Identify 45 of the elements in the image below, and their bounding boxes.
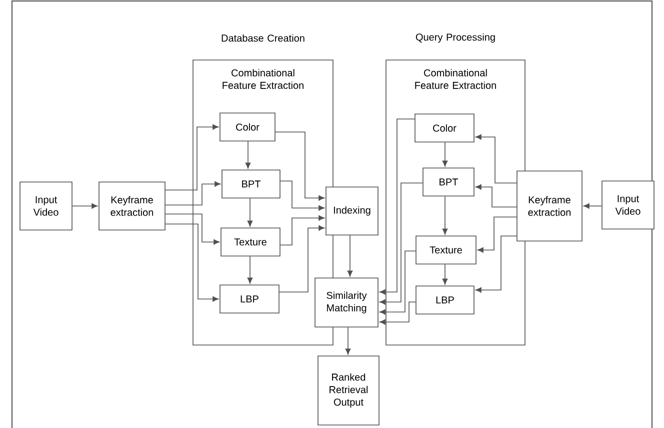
process-box: LBP <box>416 286 474 314</box>
arrow <box>165 224 219 302</box>
panel-heading: Database Creation <box>222 34 304 42</box>
arrow <box>247 198 253 227</box>
panel-title: Combinational Feature Extraction <box>222 69 304 89</box>
arrow <box>379 118 415 295</box>
arrow <box>165 181 221 206</box>
arrow <box>247 256 253 284</box>
arrow <box>379 182 423 305</box>
process-box: Indexing <box>326 186 378 236</box>
arrow <box>475 236 517 293</box>
arrow <box>442 196 448 235</box>
arrow <box>379 250 416 315</box>
arrow <box>279 225 325 292</box>
arrow <box>583 203 602 209</box>
arrow <box>275 132 325 201</box>
panel-heading: Query Processing <box>416 33 495 43</box>
arrow <box>280 215 325 246</box>
process-box: Input Video <box>20 182 72 230</box>
process-box: Ranked Retrieval Output <box>318 356 380 426</box>
process-box: Color <box>414 114 474 142</box>
panel-title: Combinational Feature Extraction <box>415 69 496 89</box>
arrow <box>347 234 353 277</box>
arrow <box>245 140 251 169</box>
arrow <box>72 203 98 209</box>
process-box: Input Video <box>602 180 654 230</box>
process-box: Texture <box>220 228 280 256</box>
arrow <box>442 264 448 285</box>
arrow <box>475 184 517 208</box>
process-box: BPT <box>222 170 280 198</box>
process-box: BPT <box>422 168 474 196</box>
arrow <box>442 142 448 167</box>
arrow <box>477 216 517 253</box>
process-box: Keyframe extraction <box>516 170 582 242</box>
arrow <box>165 214 220 245</box>
process-box: Color <box>220 112 276 142</box>
arrow <box>165 124 219 190</box>
arrow <box>345 327 351 355</box>
process-box: Similarity Matching <box>314 278 378 328</box>
process-box: LBP <box>220 284 280 314</box>
arrow <box>475 134 517 184</box>
process-box: Keyframe extraction <box>98 182 166 230</box>
process-box: Texture <box>416 236 476 264</box>
arrow <box>379 302 416 325</box>
arrow <box>280 180 325 211</box>
